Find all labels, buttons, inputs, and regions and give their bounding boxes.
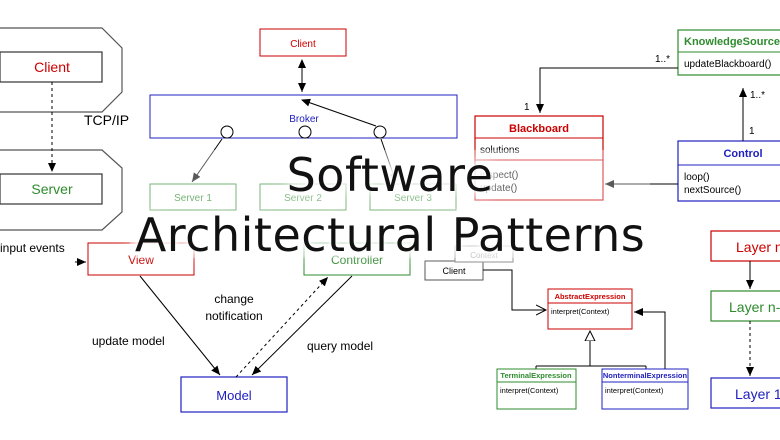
ks-blackboard-assoc — [536, 67, 678, 113]
broker-client-box — [259, 28, 347, 57]
server2-label: Server 2 — [284, 193, 322, 204]
server3-box — [369, 183, 457, 211]
layered-pattern: Layer n Layer n-1 Layer 1 — [710, 230, 780, 409]
interface-circle-1 — [220, 125, 234, 139]
mvc-pattern: input events View Controller Model updat… — [0, 241, 411, 413]
query-model-arrow — [251, 275, 353, 376]
blackboard-pattern: KnowledgeSource updateBlackboard() 1..* … — [474, 29, 780, 202]
title-line-2: Architectural Patterns — [134, 208, 646, 262]
protocol-label: TCP/IP — [84, 112, 129, 128]
mult-right: 1..* — [750, 90, 765, 101]
context-label: Context — [470, 251, 498, 260]
interpreter-pattern: Client Context AbstractExpression interp… — [424, 245, 689, 410]
blackboard-attr: solutions — [480, 145, 519, 156]
interface-circle-3 — [373, 125, 387, 139]
client-abstract-assoc — [483, 269, 546, 310]
change-label: change — [214, 292, 254, 306]
control-class — [677, 140, 780, 202]
knowledge-source-method: updateBlackboard() — [684, 59, 771, 70]
controller-box — [303, 242, 411, 276]
update-model-label: update model — [92, 334, 165, 348]
model-label: Model — [216, 388, 252, 403]
control-name: Control — [723, 148, 762, 160]
view-model-arrow — [139, 275, 221, 376]
nonterminal-expression-class — [601, 368, 689, 410]
view-label: View — [128, 253, 154, 267]
control-method-2: nextSource() — [684, 185, 741, 196]
terminal-expression-name: TerminalExpression — [500, 371, 572, 380]
server-label: Server — [31, 181, 73, 197]
blackboard-method-1: inspect() — [480, 170, 518, 181]
abstract-expression-name: AbstractExpression — [555, 292, 626, 301]
layer-1-box — [710, 377, 780, 409]
layer-n-label: Layer n — [736, 239, 780, 255]
control-method-1: loop() — [684, 172, 710, 183]
input-events-label: input events — [0, 241, 65, 255]
server3-arrow — [380, 138, 397, 183]
layer-n-1-box — [710, 290, 780, 322]
change-notification-arrow — [235, 276, 329, 378]
controller-label: Controller — [331, 253, 383, 267]
mult-one-a: 1 — [524, 102, 530, 113]
layer-n-box — [710, 230, 780, 262]
blackboard-method-2: update() — [480, 183, 517, 194]
broker-label: Broker — [289, 114, 319, 125]
client-node — [0, 51, 103, 83]
server1-label: Server 1 — [174, 193, 212, 204]
blackboard-name: Blackboard — [509, 123, 569, 135]
abstract-expression-method: interpret(Context) — [551, 307, 610, 316]
nonterminal-expression-method: interpret(Context) — [605, 386, 664, 395]
client-server-pattern: Client Server TCP/IP — [0, 27, 129, 231]
terminal-expression-class — [496, 368, 577, 410]
server1-arrow — [191, 138, 223, 183]
interpreter-client-label: Client — [442, 266, 466, 276]
server3-label: Server 3 — [394, 193, 432, 204]
context-box — [454, 245, 514, 263]
broker-client-label: Client — [290, 39, 316, 50]
broker-pattern: Client Broker Server 1 Server 2 Server 3 — [149, 28, 458, 211]
layer-1-label: Layer 1 — [735, 386, 780, 402]
broker-link-3 — [301, 98, 377, 127]
model-box — [180, 376, 288, 413]
server2-box — [259, 183, 347, 211]
query-model-label: query model — [307, 339, 373, 353]
terminal-expression-method: interpret(Context) — [500, 386, 559, 395]
blackboard-class — [474, 115, 604, 201]
title-veil — [130, 150, 650, 258]
view-box — [87, 242, 195, 276]
layer-n-1-label: Layer n-1 — [729, 299, 780, 315]
title-line-1: Software — [286, 148, 494, 202]
knowledge-source-name: KnowledgeSource — [684, 36, 780, 48]
abstract-expression-class — [547, 288, 633, 330]
server-node — [0, 173, 103, 205]
nonterminal-expression-name: NonterminalExpression — [603, 371, 688, 380]
composite-assoc — [634, 308, 666, 369]
interface-circle-2 — [298, 125, 312, 139]
mult-one-b: 1 — [749, 126, 755, 137]
client-label: Client — [34, 59, 70, 75]
server1-box — [149, 183, 237, 211]
notification-label: notification — [205, 309, 262, 323]
mult-top: 1..* — [655, 54, 670, 65]
